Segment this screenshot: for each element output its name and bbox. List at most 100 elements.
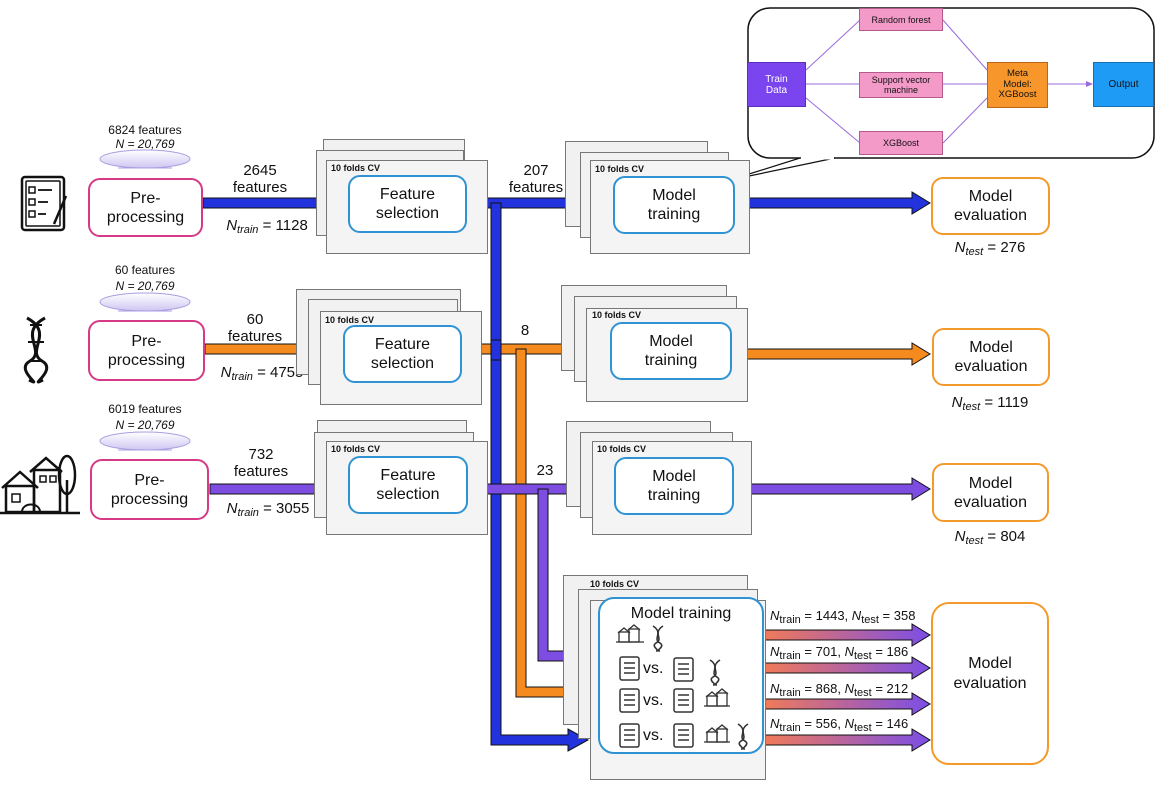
ensemble-random-forest-label: Random forest: [871, 14, 931, 25]
row2-n-train-value: = 4755: [257, 364, 304, 381]
combined-dna-icon-3: [737, 723, 749, 750]
n-train-subscript: train: [237, 507, 259, 519]
n-symbol: N: [770, 608, 780, 623]
n-test-symbol: N: [951, 394, 963, 411]
n-train-subscript: train: [231, 371, 253, 383]
n-test-symbol: N: [954, 528, 966, 545]
test-subscript: test: [853, 687, 872, 699]
split-1-train: = 1443,: [804, 608, 849, 623]
train-subscript: train: [779, 614, 801, 626]
split-2-test: = 186: [875, 644, 909, 659]
n-train-symbol: N: [226, 217, 238, 234]
n-test-subscript: test: [965, 535, 984, 547]
ensemble-output-label: Output: [1108, 79, 1139, 90]
row3-preprocessing-box: Pre- processing: [90, 459, 209, 520]
combined-model-training-title: Model training: [630, 605, 732, 622]
clipboard-checklist-icon: [20, 175, 68, 232]
row3-input-features: 6019 features: [108, 402, 182, 416]
row1-n-total: N = 20,769: [115, 137, 175, 151]
row2-selected-features: 60 features: [227, 311, 283, 345]
combined-cv-label: 10 folds CV: [590, 579, 640, 589]
n-test-subscript: test: [962, 401, 981, 413]
n-symbol: N: [770, 716, 780, 731]
row1-n-train: Ntrain = 1128: [212, 217, 322, 239]
n-train-symbol: N: [220, 364, 232, 381]
row1-preprocessing-box: Pre- processing: [88, 178, 203, 237]
n-test-subscript: test: [965, 246, 984, 258]
ensemble-train-data-label: Train Data: [765, 73, 788, 96]
row2-fs-cv-label: 10 folds CV: [325, 315, 375, 325]
row3-mt-cv-label: 10 folds CV: [597, 444, 647, 454]
n-test-symbol: N: [954, 239, 966, 256]
ensemble-inset: [729, 7, 1155, 181]
test-subscript: test: [861, 614, 879, 626]
row2-input-features: 60 features: [114, 263, 176, 277]
ensemble-train-data: Train Data: [747, 62, 806, 107]
row2-model-evaluation-box: Model evaluation: [932, 328, 1050, 386]
n-symbol: N: [844, 644, 854, 659]
n-train-subscript: train: [237, 224, 259, 236]
row1-feature-selection-box: Feature selection: [348, 175, 467, 233]
row3-model-features: 23: [536, 462, 554, 479]
row1-selected-features: 2645 features: [232, 162, 288, 196]
combined-clipboard-icons: [619, 656, 694, 748]
combined-dna-icon-2: [709, 659, 721, 686]
n-symbol: N: [844, 681, 854, 696]
ensemble-random-forest: Random forest: [859, 8, 943, 31]
row1-fs-cv-label: 10 folds CV: [331, 163, 381, 173]
n-symbol: N: [851, 608, 862, 623]
test-subscript: test: [853, 722, 872, 734]
row3-n-train: Ntrain = 3055: [213, 500, 323, 522]
row3-n-total: N = 20,769: [115, 418, 175, 432]
vs-label-3: vs.: [643, 727, 664, 744]
combined-model-evaluation-box: Model evaluation: [931, 602, 1049, 765]
row2-n-train: Ntrain = 4755: [207, 364, 317, 386]
split-3-train: = 868,: [804, 681, 841, 696]
n-train-symbol: N: [226, 500, 238, 517]
row1-mt-cv-label: 10 folds CV: [595, 164, 645, 174]
combined-houses-icon-2: [704, 688, 730, 707]
ensemble-xgboost: XGBoost: [859, 131, 943, 155]
split-4-train: = 556,: [804, 716, 841, 731]
n-symbol: N: [770, 644, 780, 659]
combined-split-3: Ntrain = 868, Ntest = 212: [770, 680, 908, 702]
combined-dna-icon: [652, 625, 664, 652]
split-1-test: = 358: [882, 608, 916, 623]
row3-n-train-value: = 3055: [263, 500, 310, 517]
ensemble-output: Output: [1093, 62, 1154, 107]
row1-model-features: 207 features: [508, 162, 564, 196]
row2-preprocessing-label: Pre- processing: [107, 332, 186, 369]
combined-model-evaluation-label: Model evaluation: [953, 654, 1027, 692]
row3-feature-selection-box: Feature selection: [348, 456, 468, 514]
houses-icon: [0, 454, 80, 515]
row2-model-evaluation-label: Model evaluation: [954, 339, 1028, 375]
combined-split-1: Ntrain = 1443, Ntest = 358: [770, 607, 915, 629]
row1-n-train-value: = 1128: [262, 217, 308, 234]
row3-model-evaluation-label: Model evaluation: [954, 474, 1027, 511]
row1-preprocessing-label: Pre- processing: [106, 189, 185, 226]
row3-feature-selection-label: Feature selection: [376, 467, 440, 503]
combined-houses-icon-3: [704, 724, 730, 743]
row2-n-test-value: = 1119: [984, 394, 1029, 411]
ensemble-meta-model: Meta Model: XGBoost: [987, 62, 1048, 108]
train-subscript: train: [779, 687, 801, 699]
row2-n-test: Ntest = 1119: [940, 394, 1040, 416]
combined-split-2: Ntrain = 701, Ntest = 186: [770, 643, 908, 665]
n-symbol: N: [844, 716, 854, 731]
test-subscript: test: [853, 650, 872, 662]
row1-n-test-value: = 276: [987, 239, 1026, 256]
combined-model-training-box: Model training: [598, 597, 764, 754]
dataset-lens-1: [99, 149, 191, 169]
dataset-lens-3: [99, 431, 191, 451]
train-subscript: train: [779, 722, 801, 734]
row1-n-test: Ntest = 276: [940, 239, 1040, 261]
vs-label-2: vs.: [643, 692, 664, 709]
combined-split-4: Ntrain = 556, Ntest = 146: [770, 715, 908, 737]
row3-model-training-box: Model training: [614, 457, 734, 515]
row3-fs-cv-label: 10 folds CV: [331, 444, 381, 454]
row2-feature-selection-box: Feature selection: [343, 325, 462, 383]
row3-selected-features: 732 features: [233, 446, 289, 480]
row2-model-features: 8: [520, 322, 530, 339]
split-3-test: = 212: [875, 681, 909, 696]
train-subscript: train: [779, 650, 801, 662]
